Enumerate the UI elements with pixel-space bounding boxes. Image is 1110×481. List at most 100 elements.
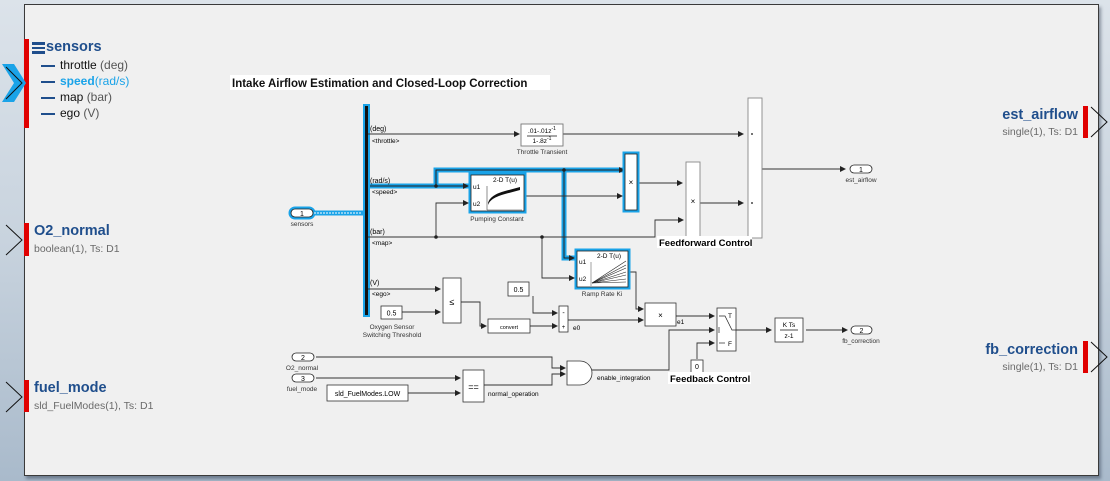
inport-sensors-label: sensors bbox=[291, 221, 315, 228]
bus-hamburger-icon bbox=[32, 42, 45, 54]
bus-item-ego[interactable]: ego (V) bbox=[41, 106, 99, 120]
est-airflow-port-type: single(1), Ts: D1 bbox=[1002, 126, 1078, 138]
outport-fb-correction-num: 2 bbox=[860, 328, 864, 335]
bus-item-unit: (V) bbox=[83, 106, 100, 120]
fuel-mode-port-name[interactable]: fuel_mode bbox=[34, 380, 107, 396]
bus-item-throttle[interactable]: throttle (deg) bbox=[41, 58, 128, 72]
bus-item-name: ego bbox=[60, 106, 81, 120]
est-airflow-port-chevron[interactable] bbox=[1089, 105, 1109, 139]
inport-o2-normal-label: O2_normal bbox=[286, 365, 319, 372]
outport-fb-correction-block[interactable] bbox=[850, 325, 873, 335]
e1-signal-label: e1 bbox=[677, 319, 685, 326]
outport-fb-correction-label: fb_correction bbox=[842, 338, 880, 345]
ego-signal-label: <ego> bbox=[372, 291, 391, 298]
svg-text:u2: u2 bbox=[579, 276, 587, 283]
svg-text:u1: u1 bbox=[579, 259, 587, 266]
product-block-1[interactable]: × bbox=[622, 151, 640, 213]
switch-block[interactable]: T F bbox=[716, 307, 737, 352]
bus-item-unit: (rad/s) bbox=[94, 74, 130, 88]
svg-text:u2: u2 bbox=[473, 201, 481, 208]
enable-integration-label: enable_integration bbox=[597, 375, 651, 382]
map-unit-label: (bar) bbox=[370, 229, 385, 236]
convert-block[interactable] bbox=[487, 318, 531, 334]
speed-signal-label: <speed> bbox=[372, 189, 398, 196]
throttle-signal-label: <throttle> bbox=[372, 138, 400, 145]
est-airflow-port-name[interactable]: est_airflow bbox=[1002, 107, 1078, 123]
outport-est-airflow-num: 1 bbox=[859, 167, 863, 174]
outport-est-airflow-block[interactable] bbox=[849, 164, 873, 174]
svg-text:z-1: z-1 bbox=[784, 333, 793, 340]
o2-normal-port-type: boolean(1), Ts: D1 bbox=[34, 243, 120, 255]
e0-signal-label: e0 bbox=[573, 325, 581, 332]
svg-text:2-D T(u): 2-D T(u) bbox=[597, 253, 621, 260]
equals-operator-block[interactable] bbox=[462, 369, 485, 403]
fuel-mode-port-type: sld_FuelModes(1), Ts: D1 bbox=[34, 400, 154, 412]
ego-unit-label: (V) bbox=[370, 280, 379, 287]
bus-item-speed[interactable]: speed(rad/s) bbox=[41, 74, 129, 88]
zero-const-value: 0 bbox=[695, 364, 699, 371]
sensors-port-chevron-selected[interactable] bbox=[0, 62, 30, 104]
relational-operator-symbol: ≤ bbox=[450, 297, 455, 307]
inport-fuel-mode-block[interactable] bbox=[291, 373, 315, 383]
diagram-title: Intake Airflow Estimation and Closed-Loo… bbox=[232, 78, 527, 90]
normal-operation-label: normal_operation bbox=[488, 391, 539, 398]
fuelmodes-low-const-value: sld_FuelModes.LOW bbox=[335, 391, 401, 398]
feedback-annotation: Feedback Control bbox=[670, 374, 750, 385]
product-block-3[interactable] bbox=[747, 97, 763, 239]
sensors-port-name: sensors bbox=[46, 39, 102, 55]
convert-label: convert bbox=[500, 325, 519, 331]
svg-text:u1: u1 bbox=[473, 184, 481, 191]
highlighted-speed-path[interactable] bbox=[300, 167, 628, 261]
product-e1-symbol: × bbox=[658, 311, 663, 320]
est-airflow-port-bar bbox=[1083, 106, 1088, 138]
equals-operator-symbol: == bbox=[468, 382, 479, 392]
inport-o2-normal-block[interactable] bbox=[291, 352, 315, 362]
feedforward-annotation-bg bbox=[657, 236, 752, 248]
product-e1-block[interactable] bbox=[644, 302, 677, 327]
o2-normal-port-name[interactable]: O2_normal bbox=[34, 223, 110, 239]
fb-correction-port-type: single(1), Ts: D1 bbox=[1002, 361, 1078, 373]
svg-text:.01-.01z-1: .01-.01z-1 bbox=[528, 126, 556, 135]
half-const-block[interactable] bbox=[507, 281, 530, 297]
feedback-annotation-bg bbox=[668, 372, 751, 384]
bus-item-name: throttle bbox=[60, 58, 97, 72]
fb-correction-port-bar bbox=[1083, 341, 1088, 373]
pumping-constant-label: Pumping Constant bbox=[470, 216, 524, 223]
o2-normal-port-chevron[interactable] bbox=[4, 223, 24, 257]
o2-normal-port-bar bbox=[24, 223, 29, 256]
fb-correction-port-name[interactable]: fb_correction bbox=[985, 342, 1078, 358]
fb-correction-port-chevron[interactable] bbox=[1089, 340, 1109, 374]
bus-item-map[interactable]: map (bar) bbox=[41, 90, 112, 104]
throttle-transient-block[interactable]: .01-.01z-1 1-.8z-1 bbox=[520, 123, 564, 147]
bus-selector-block[interactable] bbox=[365, 106, 368, 315]
outport-est-airflow-label: est_airflow bbox=[845, 177, 876, 184]
sensors-port-bar bbox=[24, 39, 29, 128]
fuel-mode-port-chevron[interactable] bbox=[4, 380, 24, 414]
discrete-integrator-block[interactable]: K Ts z-1 bbox=[774, 317, 804, 343]
ego-threshold-const[interactable] bbox=[380, 305, 403, 320]
ramp-rate-ki-block[interactable]: 2-D T(u) u1 u2 bbox=[574, 248, 631, 290]
inport-sensors-block[interactable] bbox=[290, 208, 314, 218]
sum-block[interactable] bbox=[558, 305, 569, 333]
ego-threshold-value: 0.5 bbox=[387, 311, 397, 318]
relational-operator-block[interactable] bbox=[442, 277, 462, 324]
bus-element-dash-icon bbox=[41, 80, 55, 83]
bus-item-unit: (bar) bbox=[86, 90, 113, 104]
half-const-value: 0.5 bbox=[514, 287, 524, 294]
inport-o2-normal-num: 2 bbox=[301, 355, 305, 362]
and-gate-block[interactable] bbox=[566, 360, 593, 386]
throttle-unit-label: (deg) bbox=[370, 126, 386, 133]
sum-plus-sign: + bbox=[562, 325, 566, 331]
svg-text:1-.8z-1: 1-.8z-1 bbox=[533, 136, 552, 145]
svg-text:×: × bbox=[691, 197, 696, 206]
map-signal-label: <map> bbox=[372, 240, 392, 247]
product-block-2[interactable]: × bbox=[685, 161, 701, 239]
pumping-constant-block[interactable]: 2-D T(u) u1 u2 bbox=[468, 172, 527, 214]
svg-text:2-D T(u): 2-D T(u) bbox=[493, 177, 517, 184]
bus-item-name: speed bbox=[60, 74, 95, 88]
inport-fuel-mode-num: 3 bbox=[301, 376, 305, 383]
ego-threshold-label-2: Switching Threshold bbox=[363, 332, 422, 339]
fuelmodes-low-const-block[interactable] bbox=[326, 384, 409, 402]
speed-unit-label: (rad/s) bbox=[370, 178, 390, 185]
